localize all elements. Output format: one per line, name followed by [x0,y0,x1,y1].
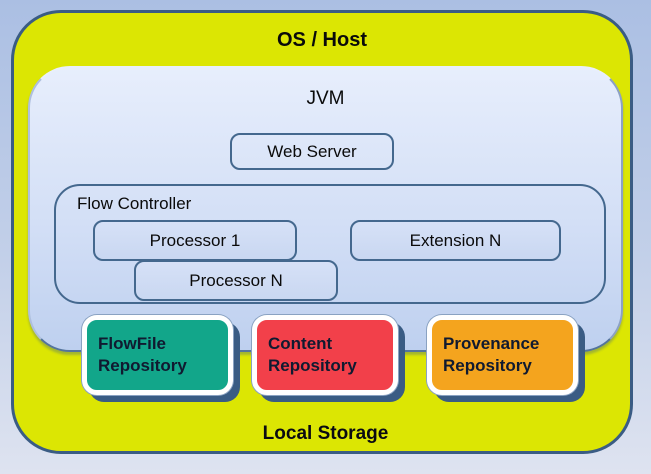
content-repository-box: Content Repository [252,315,398,395]
content-repository-label-line1: Content [268,333,333,353]
provenance-repository-label-line1: Provenance [443,333,540,353]
os-host-label: OS / Host [276,29,367,51]
processor-1-box: Processor 1 [93,220,297,261]
content-repository-label-line2: Repository [268,356,357,375]
extension-n-box: Extension N [350,220,561,261]
flowfile-repository-box: FlowFile Repository [82,315,233,395]
local-storage-label: Local Storage [262,423,389,444]
flowfile-repository-label-line2: Repository [98,356,187,375]
web-server-box: Web Server [230,133,394,170]
flow-controller-label: Flow Controller [77,194,192,213]
jvm-container: JVM Web Server Flow Controller Processor… [28,66,623,352]
provenance-repository-label-line2: Repository [443,356,532,375]
flowfile-repository-label-line1: FlowFile [98,333,166,353]
provenance-repository-box: Provenance Repository [427,315,578,395]
processor-n-box: Processor N [134,260,338,301]
jvm-label: JVM [306,88,345,109]
flow-controller-box: Flow Controller Processor 1 Extension N … [54,184,606,304]
